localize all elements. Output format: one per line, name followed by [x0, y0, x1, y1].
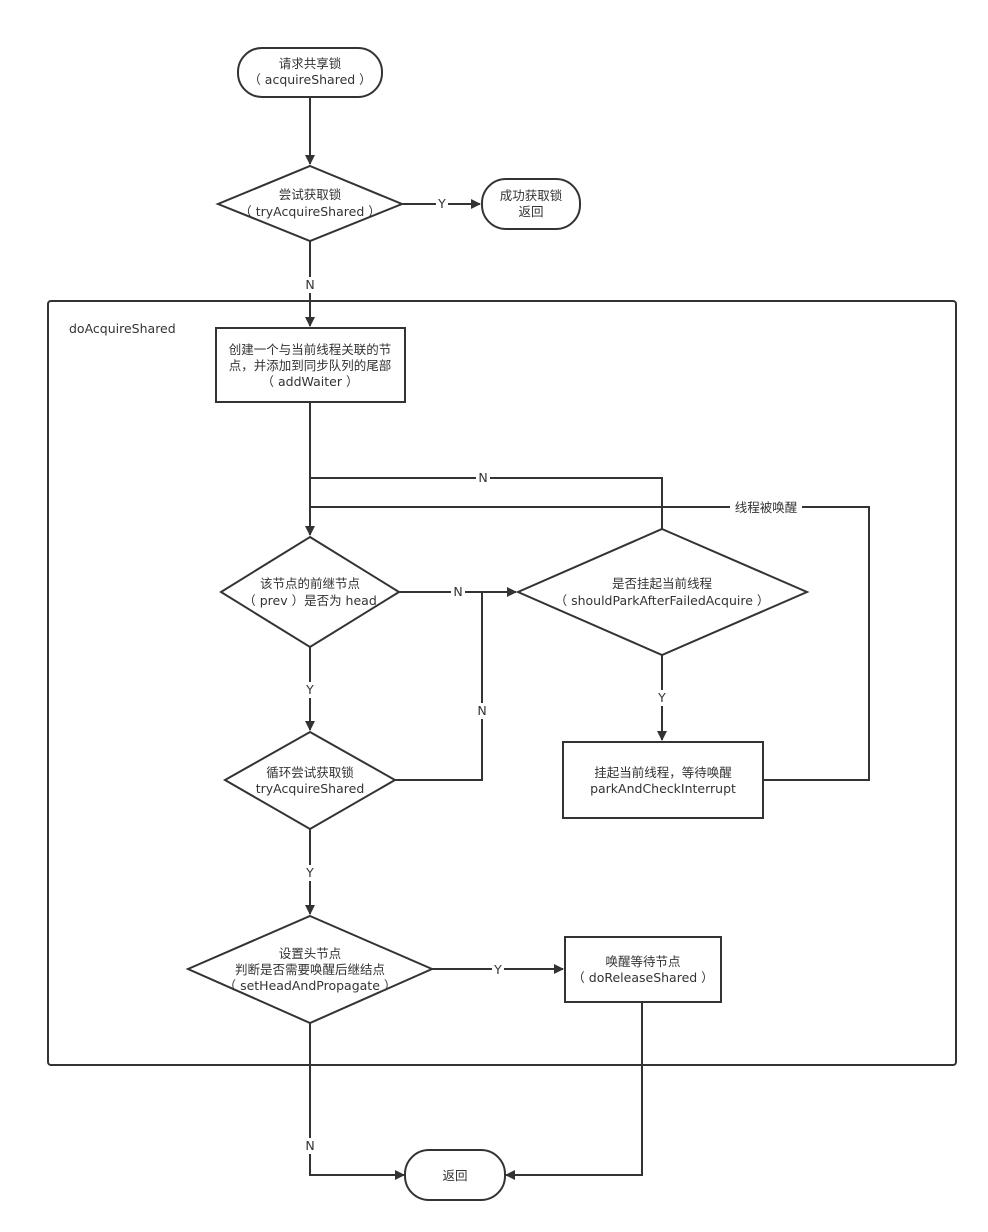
- edge-looptry-no: [395, 592, 483, 781]
- svg-text:挂起当前线程，等待唤醒: 挂起当前线程，等待唤醒: [594, 765, 732, 780]
- svg-text:（ acquireShared ）: （ acquireShared ）: [248, 72, 371, 87]
- svg-text:N: N: [305, 1138, 314, 1153]
- svg-text:该节点的前继节点: 该节点的前继节点: [260, 576, 360, 591]
- svg-text:点，并添加到同步队列的尾部: 点，并添加到同步队列的尾部: [229, 358, 392, 373]
- svg-text:返回: 返回: [442, 1168, 467, 1183]
- node-set-head: 设置头节点 判断是否需要唤醒后继结点 （ setHeadAndPropagate…: [185, 914, 435, 1025]
- edge-label-try-no: N: [303, 277, 317, 293]
- svg-text:N: N: [453, 584, 462, 599]
- svg-text:N: N: [478, 470, 487, 485]
- edge-shouldpark-no-loop: [310, 477, 663, 529]
- svg-text:N: N: [477, 703, 486, 718]
- svg-text:成功获取锁: 成功获取锁: [500, 188, 563, 203]
- svg-text:（ tryAcquireShared ）: （ tryAcquireShared ）: [239, 204, 380, 219]
- node-start: 请求共享锁 （ acquireShared ）: [237, 47, 383, 98]
- svg-text:创建一个与当前线程关联的节: 创建一个与当前线程关联的节: [229, 342, 392, 357]
- container-box: [47, 300, 957, 1066]
- svg-text:请求共享锁: 请求共享锁: [279, 56, 342, 71]
- edge-label-prev-no: N: [451, 584, 465, 600]
- node-release: 唤醒等待节点 （ doReleaseShared ）: [564, 936, 722, 1003]
- svg-text:设置头节点: 设置头节点: [279, 946, 342, 961]
- svg-text:是否挂起当前线程: 是否挂起当前线程: [612, 576, 713, 591]
- container-title: doAcquireShared: [69, 321, 176, 336]
- edge-label-prev-yes: Y: [304, 682, 316, 698]
- svg-text:唤醒等待节点: 唤醒等待节点: [605, 954, 680, 969]
- svg-text:Y: Y: [493, 962, 502, 977]
- svg-text:tryAcquireShared: tryAcquireShared: [256, 781, 365, 796]
- svg-text:（ doReleaseShared ）: （ doReleaseShared ）: [572, 970, 713, 985]
- svg-text:Y: Y: [305, 682, 314, 697]
- svg-text:（ setHeadAndPropagate ）: （ setHeadAndPropagate ）: [224, 978, 397, 993]
- svg-text:Y: Y: [437, 196, 446, 211]
- svg-text:判断是否需要唤醒后继结点: 判断是否需要唤醒后继结点: [235, 962, 385, 977]
- node-try-acquire: 尝试获取锁 （ tryAcquireShared ）: [215, 164, 405, 243]
- svg-text:Y: Y: [305, 865, 314, 880]
- svg-text:（ prev ）是否为 head: （ prev ）是否为 head: [243, 593, 377, 608]
- svg-text:parkAndCheckInterrupt: parkAndCheckInterrupt: [590, 781, 736, 796]
- node-loop-try: 循环尝试获取锁 tryAcquireShared: [222, 730, 398, 831]
- edge-label-park-yes: Y: [656, 690, 668, 706]
- edge-park-woken-loop: [310, 506, 870, 781]
- svg-text:（ addWaiter ）: （ addWaiter ）: [262, 374, 359, 389]
- node-add-waiter: 创建一个与当前线程关联的节 点，并添加到同步队列的尾部 （ addWaiter …: [215, 327, 406, 403]
- svg-text:尝试获取锁: 尝试获取锁: [279, 187, 342, 202]
- edge-label-try-yes: Y: [436, 196, 448, 212]
- edge-label-woken: 线程被唤醒: [730, 499, 802, 515]
- edge-label-sethead-yes: Y: [492, 961, 504, 977]
- node-should-park: 是否挂起当前线程 （ shouldParkAfterFailedAcquire …: [515, 527, 810, 657]
- edge-sethead-no: [309, 1023, 405, 1180]
- node-end: 返回: [404, 1149, 506, 1201]
- svg-text:循环尝试获取锁: 循环尝试获取锁: [266, 765, 354, 780]
- edge-label-loop-back-no: N: [476, 470, 490, 486]
- svg-text:（ shouldParkAfterFailedAcquire: （ shouldParkAfterFailedAcquire ）: [555, 593, 770, 608]
- svg-text:Y: Y: [657, 690, 666, 705]
- edge-label-looptry-yes: Y: [304, 865, 316, 881]
- node-park: 挂起当前线程，等待唤醒 parkAndCheckInterrupt: [562, 741, 764, 819]
- node-prev-is-head: 该节点的前继节点 （ prev ）是否为 head: [219, 535, 401, 649]
- svg-text:返回: 返回: [518, 204, 543, 219]
- svg-text:N: N: [305, 277, 314, 292]
- node-success: 成功获取锁 返回: [481, 178, 581, 230]
- edge-release-to-end: [505, 1002, 643, 1180]
- svg-text:线程被唤醒: 线程被唤醒: [735, 500, 798, 515]
- edge-label-sethead-no: N: [303, 1138, 317, 1154]
- edge-label-looptry-no: N: [475, 703, 489, 719]
